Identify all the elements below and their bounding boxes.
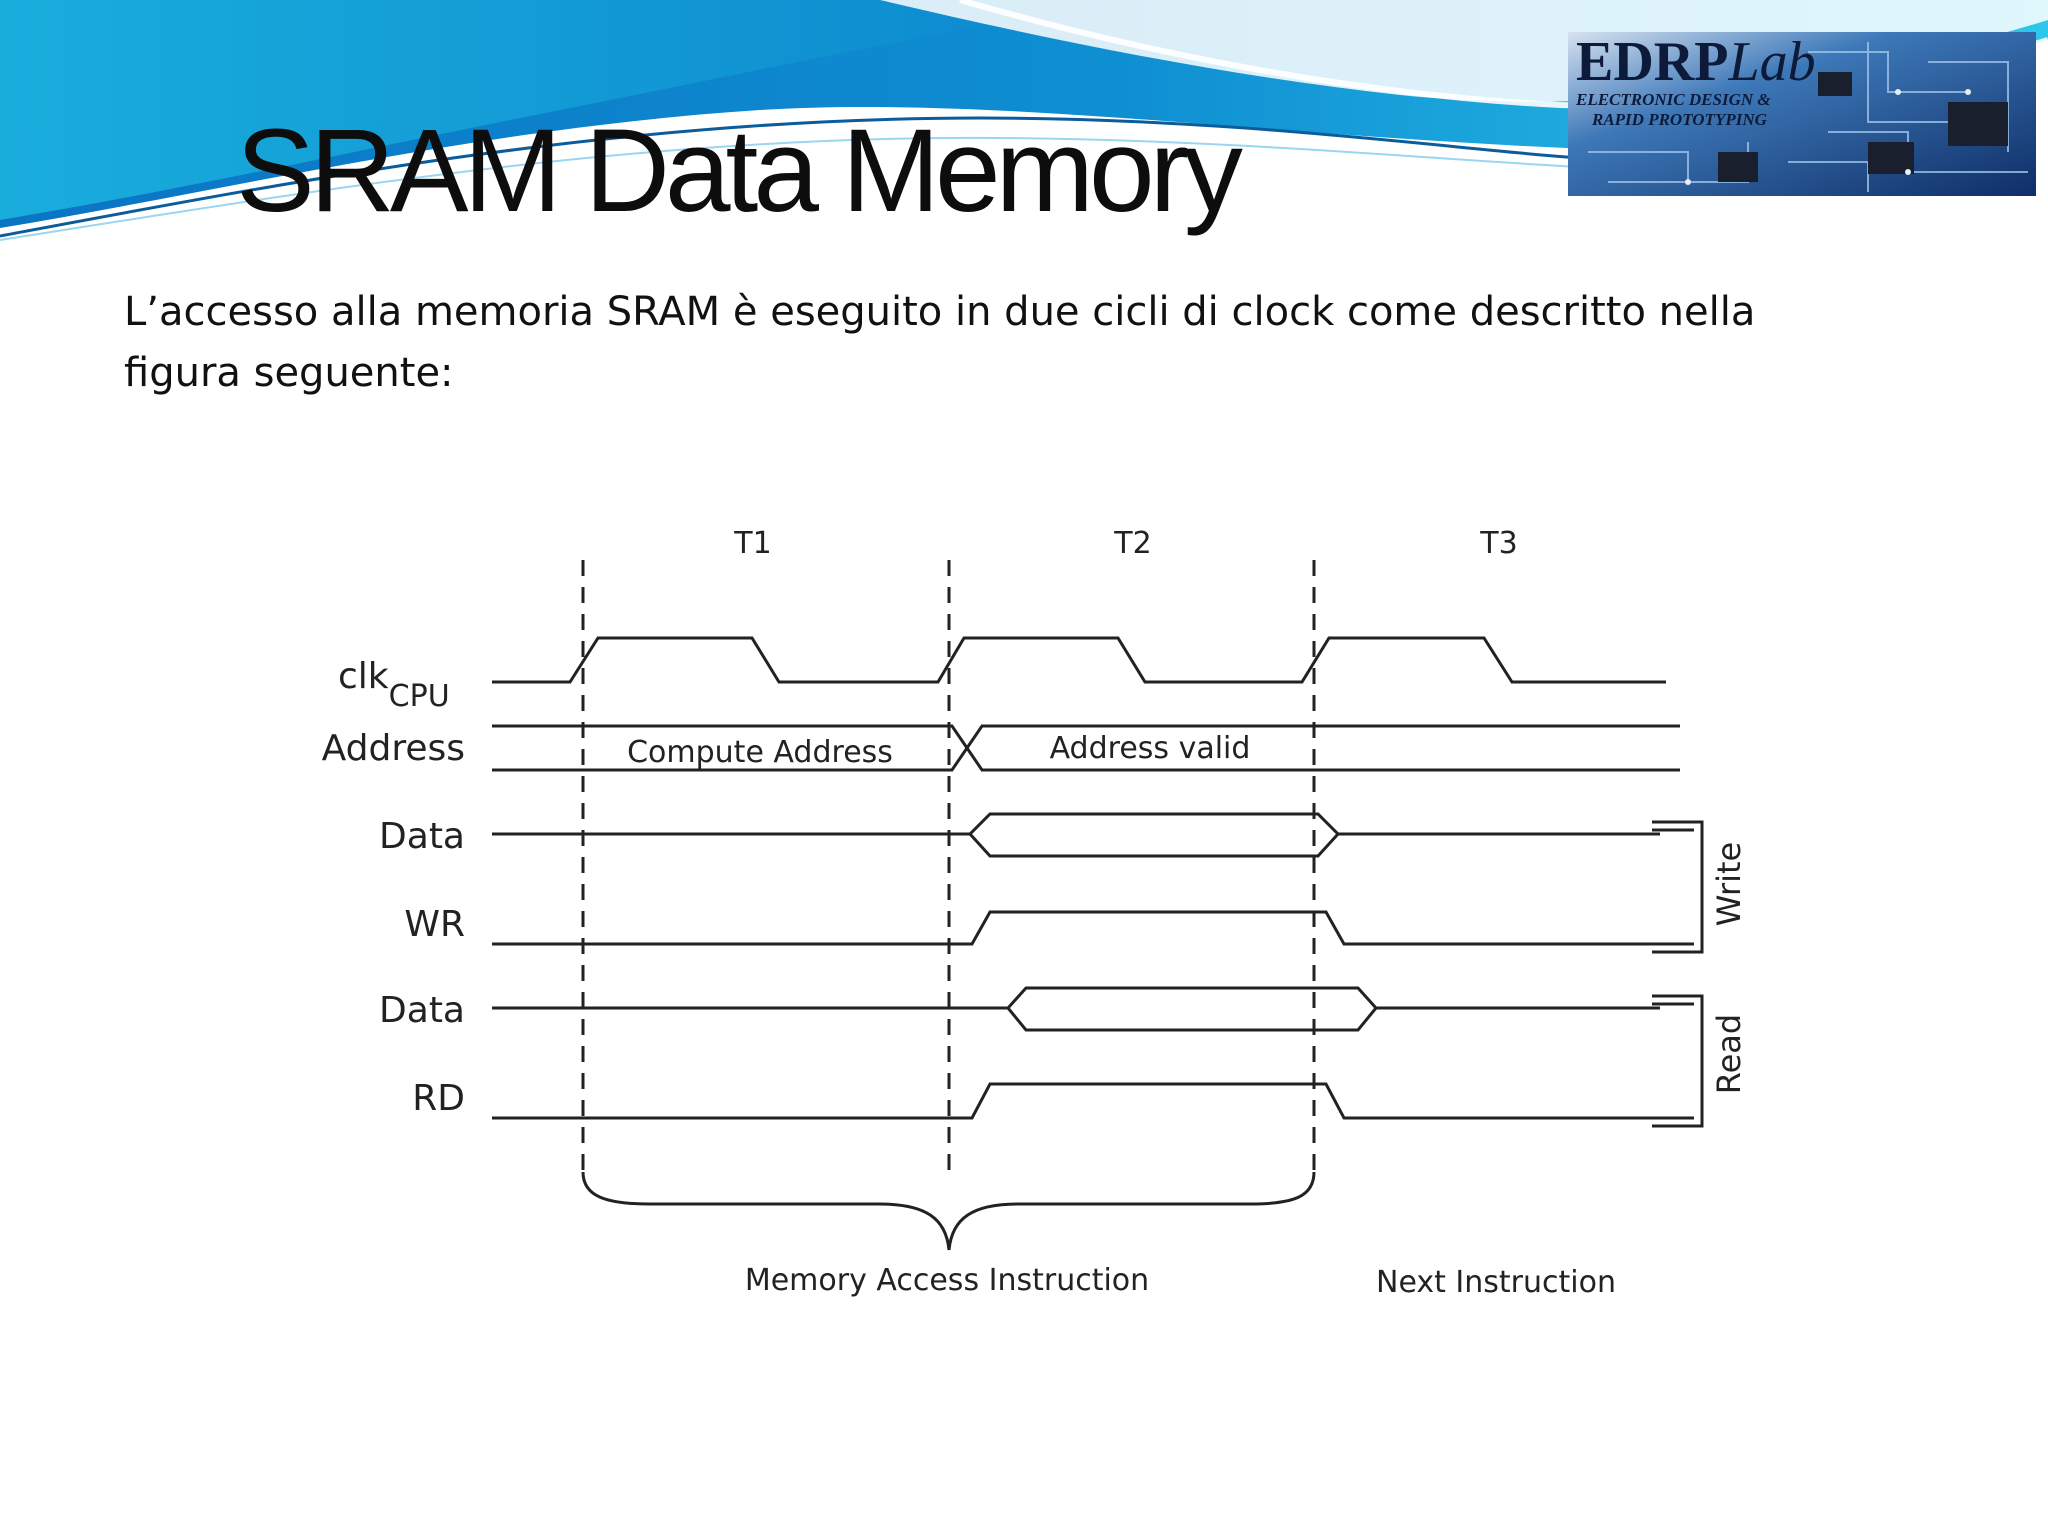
clock-label-main: clk xyxy=(338,656,389,697)
rd-label: RD xyxy=(412,1078,465,1119)
period-label-t3: T3 xyxy=(1479,526,1517,561)
write-group-label: Write xyxy=(1710,842,1748,926)
edrp-lab-logo: EDRPLab ELECTRONIC DESIGN & RAPID PROTOT… xyxy=(1568,32,2036,196)
period-label-t2: T2 xyxy=(1113,526,1151,561)
intro-paragraph: L’accesso alla memoria SRAM è eseguito i… xyxy=(124,289,1756,396)
header-wave-decoration xyxy=(0,0,2048,241)
wr-label: WR xyxy=(404,904,465,945)
address-phase-valid: Address valid xyxy=(1050,731,1251,766)
circuit-board-icon xyxy=(1568,32,2036,196)
phase-next-instruction: Next Instruction xyxy=(1376,1265,1616,1300)
logo-tagline-2: RAPID PROTOTYPING xyxy=(1592,110,1767,129)
rd-waveform xyxy=(492,1082,1660,1120)
memory-access-brace xyxy=(581,1171,1316,1251)
read-bracket xyxy=(1652,994,1704,1128)
read-group-label: Read xyxy=(1710,1014,1748,1094)
clock-label-subscript: CPU xyxy=(389,679,450,714)
write-bracket xyxy=(1652,820,1704,954)
address-bus-waveform xyxy=(492,724,1680,772)
write-data-waveform xyxy=(492,812,1660,858)
logo-tagline-1: ELECTRONIC DESIGN & xyxy=(1576,90,1771,109)
slide-title: SRAM Data Memory xyxy=(236,105,1243,237)
address-phase-compute: Compute Address xyxy=(627,735,893,770)
logo-brand-bold: EDRP xyxy=(1576,32,1729,93)
clock-label: clkCPU xyxy=(338,656,450,714)
logo-brand-italic: Lab xyxy=(1728,32,1816,93)
phase-memory-access: Memory Access Instruction xyxy=(745,1263,1149,1298)
wr-waveform xyxy=(492,910,1660,946)
read-data-waveform xyxy=(492,986,1660,1032)
read-data-label: Data xyxy=(379,990,465,1031)
clock-waveform xyxy=(492,636,1666,684)
address-label: Address xyxy=(322,728,465,769)
period-label-t1: T1 xyxy=(733,526,771,561)
write-data-label: Data xyxy=(379,816,465,857)
